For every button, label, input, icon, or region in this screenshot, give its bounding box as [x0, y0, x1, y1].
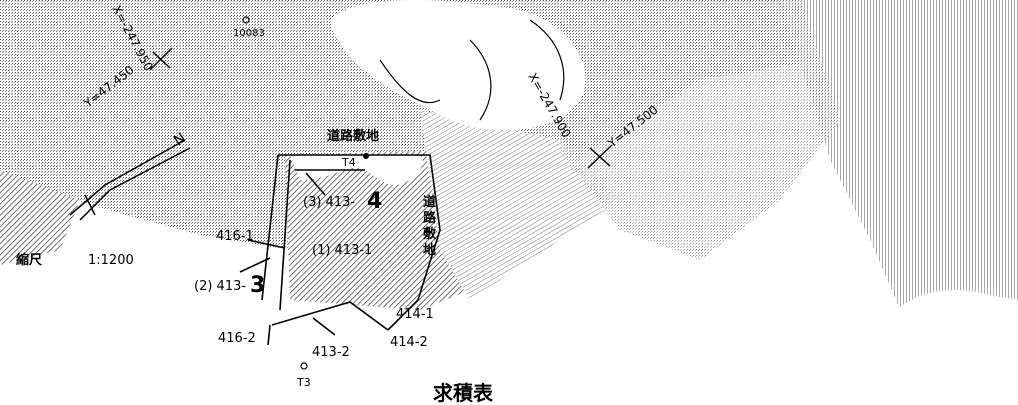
terrain-right-dots — [560, 0, 840, 260]
coord-ticks — [149, 47, 613, 169]
t4-label: T4 — [341, 156, 356, 169]
parcel-1-label: (1) 413-1 — [312, 243, 372, 258]
clearing-right-bottom — [880, 290, 1018, 405]
lot-414-1-label: 414-1 — [396, 307, 434, 322]
t4-marker — [363, 153, 369, 159]
benchmark-label: 10083 — [233, 28, 265, 39]
road-label-side-4: 地 — [423, 242, 436, 258]
clearing-top — [330, 0, 586, 131]
parcel-2-number: 3 — [250, 273, 265, 298]
parcel-3-number: 4 — [367, 189, 382, 214]
road-label-top: 道路敷地 — [327, 128, 379, 144]
road-label-side-3: 敷 — [423, 226, 437, 242]
road-label-side-1: 道 — [423, 194, 436, 210]
contour-line — [379, 59, 441, 104]
lot-416-1-label: 416-1 — [216, 229, 254, 244]
t3-marker — [300, 362, 308, 370]
parcel-3-label: (3) 413- — [303, 195, 355, 210]
benchmark-marker — [242, 16, 250, 24]
clearing-parcel — [290, 155, 423, 185]
area-table-title: 求積表 — [433, 381, 494, 405]
lot-416-2-label: 416-2 — [218, 331, 256, 346]
terrain-left-hatch — [0, 170, 80, 265]
lot-414-2-label: 414-2 — [390, 335, 428, 350]
road-label-side-2: 路 — [423, 210, 437, 226]
scale-value: 1:1200 — [88, 253, 134, 268]
parcel-boundaries — [239, 154, 441, 346]
terrain-right-shade — [780, 0, 1018, 310]
parcel-2-label: (2) 413- — [194, 279, 246, 294]
scale-label: 縮尺 — [16, 252, 42, 268]
contour-line — [529, 19, 565, 101]
contour-line — [469, 39, 492, 121]
lot-413-2-label: 413-2 — [312, 345, 350, 360]
t3-label: T3 — [296, 376, 311, 389]
north-arrow — [69, 139, 191, 221]
